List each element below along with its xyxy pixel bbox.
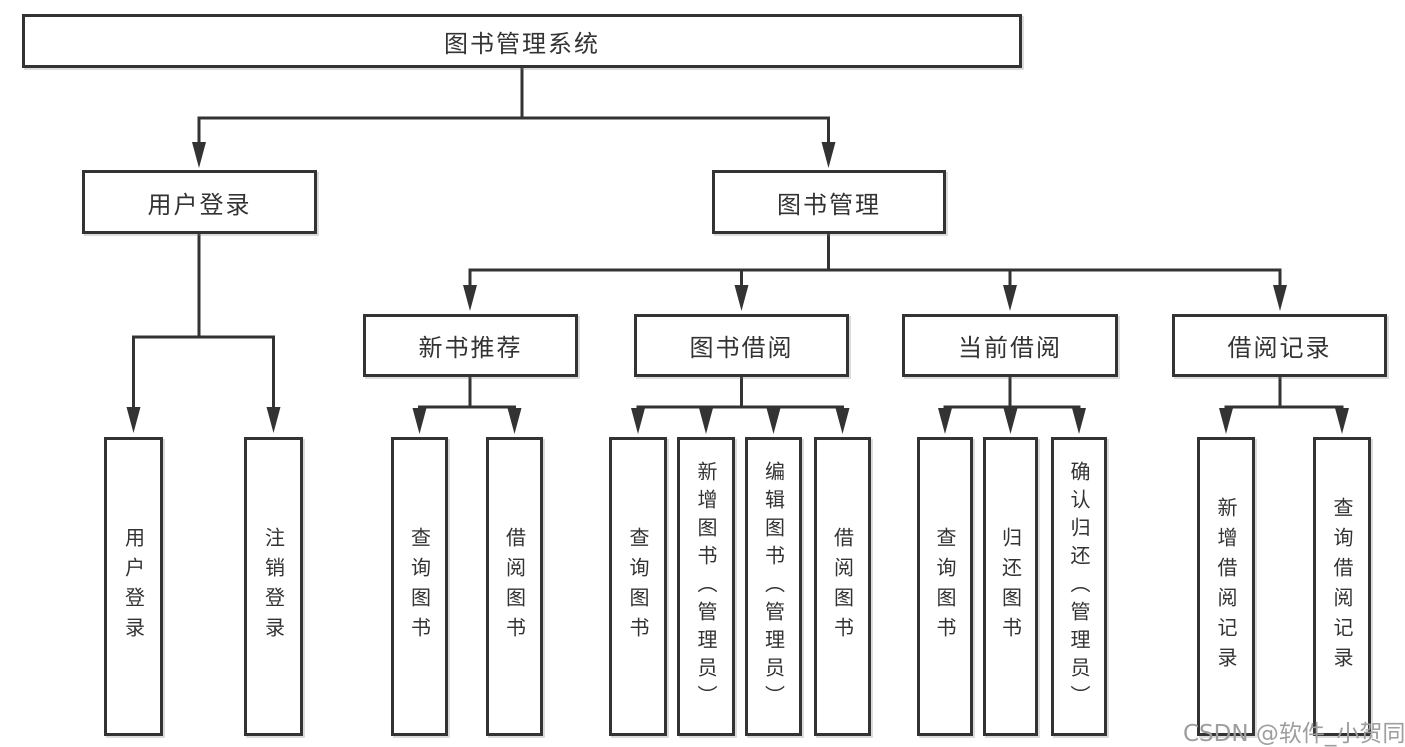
leaf-query-books-current: 查询图书 — [917, 437, 973, 736]
node-label: 图书借阅 — [689, 334, 794, 362]
leaf-label: 新增借阅记录 — [1214, 496, 1238, 677]
leaf-borrow-books-recommend: 借阅图书 — [486, 437, 543, 736]
node-label: 当前借阅 — [958, 334, 1062, 362]
leaf-add-borrow-record: 新增借阅记录 — [1197, 437, 1255, 736]
node-root-title: 图书管理系统 — [22, 14, 1022, 68]
leaf-label: 查询图书 — [933, 526, 957, 647]
node-user-login: 用户登录 — [82, 170, 317, 234]
leaf-edit-books-admin: 编辑图书（管理员） — [745, 437, 802, 736]
node-label: 新书推荐 — [418, 334, 523, 362]
node-label: 用户登录 — [147, 190, 252, 219]
leaf-confirm-return-admin: 确认归还（管理员） — [1051, 437, 1107, 736]
node-label: 借阅记录 — [1227, 334, 1332, 362]
leaf-add-books-admin: 新增图书（管理员） — [677, 437, 735, 736]
node-label: 图书管理系统 — [444, 29, 600, 58]
leaf-label: 注销登录 — [261, 526, 286, 647]
node-new-book-recommend: 新书推荐 — [363, 314, 578, 377]
leaf-return-books: 归还图书 — [983, 437, 1038, 736]
leaf-label: 查询借阅记录 — [1330, 496, 1354, 677]
leaf-borrow-books-borrowing: 借阅图书 — [814, 437, 871, 736]
leaf-query-borrow-record: 查询借阅记录 — [1313, 437, 1371, 736]
node-book-borrowing: 图书借阅 — [634, 314, 849, 377]
leaf-label: 确认归还（管理员） — [1067, 460, 1091, 713]
leaf-logout: 注销登录 — [244, 437, 303, 736]
leaf-label: 借阅图书 — [830, 526, 855, 647]
leaf-query-books-recommend: 查询图书 — [391, 437, 448, 736]
node-label: 图书管理 — [777, 190, 881, 219]
node-book-management: 图书管理 — [712, 170, 946, 234]
leaf-label: 借阅图书 — [502, 526, 527, 647]
leaf-label: 新增图书（管理员） — [694, 460, 718, 713]
leaf-label: 查询图书 — [626, 526, 650, 647]
leaf-label: 查询图书 — [407, 526, 432, 647]
leaf-label: 用户登录 — [121, 526, 146, 647]
node-current-borrowing: 当前借阅 — [902, 314, 1118, 377]
leaf-user-login: 用户登录 — [104, 437, 163, 736]
leaf-label: 归还图书 — [998, 526, 1023, 647]
leaf-query-books-borrowing: 查询图书 — [609, 437, 667, 736]
csdn-watermark: CSDN @软件_小贺同学 — [1183, 721, 1405, 747]
leaf-label: 编辑图书（管理员） — [761, 460, 786, 713]
node-borrowing-records: 借阅记录 — [1172, 314, 1387, 377]
